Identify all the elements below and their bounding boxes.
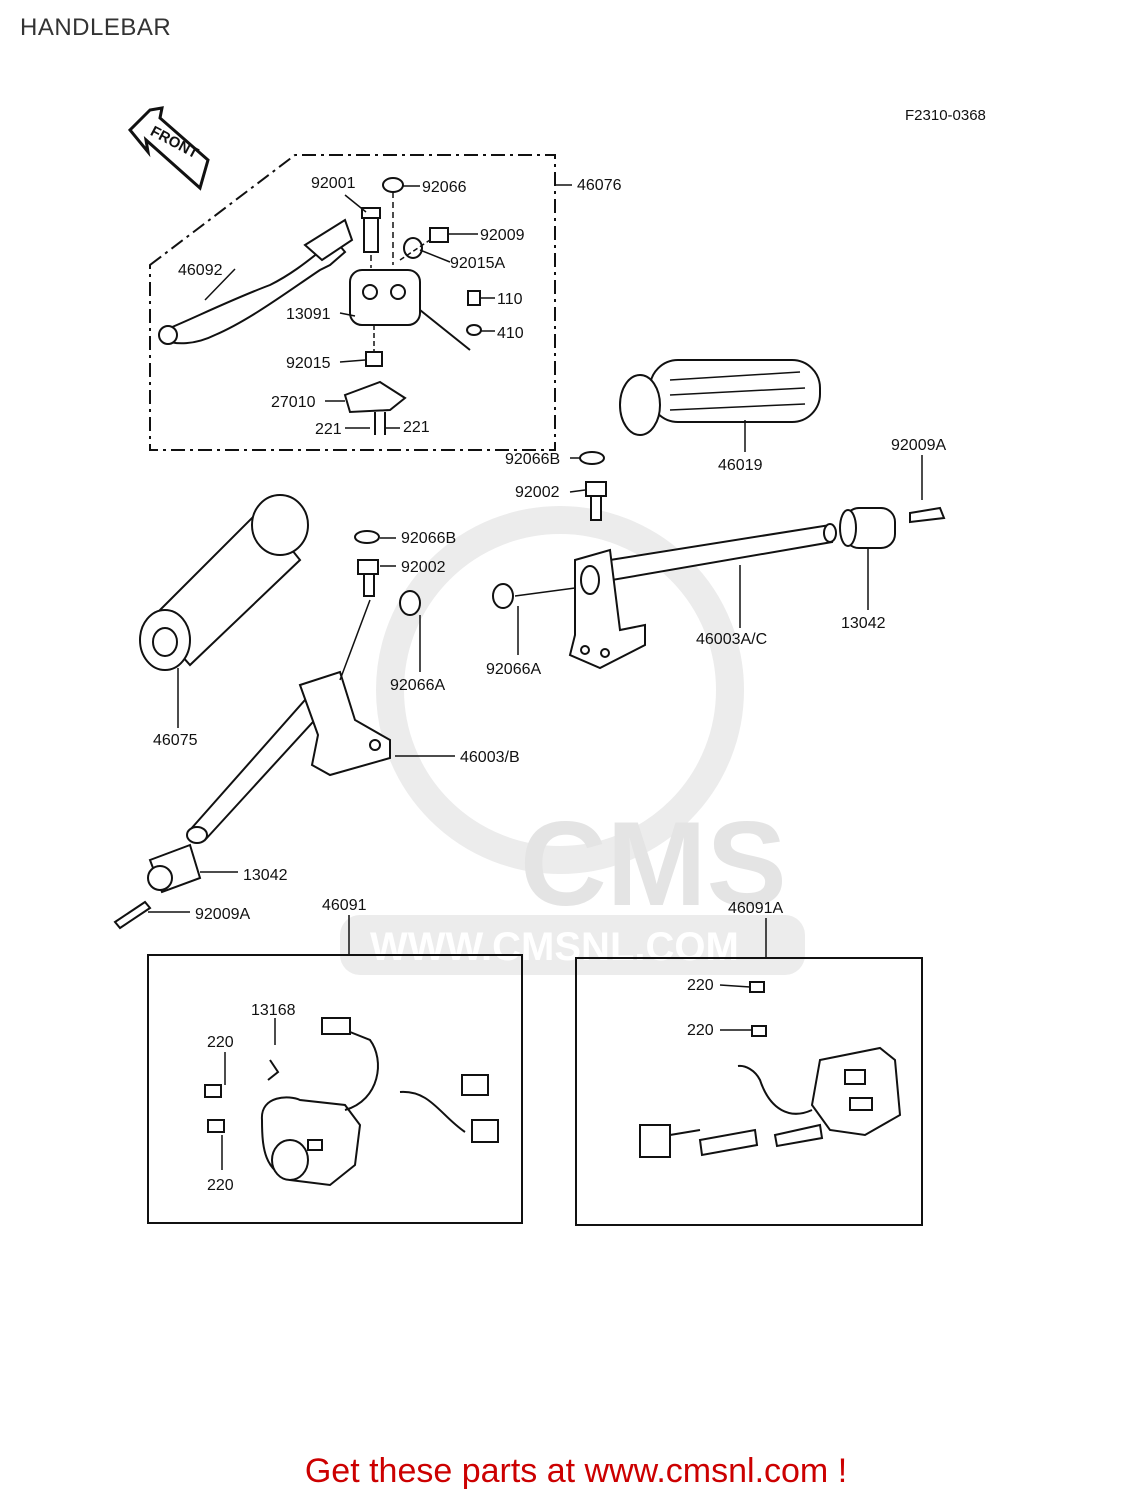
part-label: 92002 <box>401 559 446 576</box>
left-switch-box <box>147 954 523 1224</box>
part-label: 13168 <box>251 1002 296 1019</box>
right-switch-housing <box>639 981 902 1158</box>
part-label: 13091 <box>286 306 331 323</box>
part-label: 220 <box>207 1177 234 1194</box>
part-label: 92066B <box>505 451 560 468</box>
throttle-grip <box>619 359 821 436</box>
stop-switch <box>343 380 407 414</box>
part-label: 92066 <box>422 179 467 196</box>
part-label: 46075 <box>153 732 198 749</box>
part-label: 220 <box>687 1022 714 1039</box>
left-handlebar <box>186 670 391 844</box>
part-label: 46091 <box>322 897 367 914</box>
part-label: 46091A <box>728 900 783 917</box>
part-label: 13042 <box>841 615 886 632</box>
part-label: 221 <box>403 419 430 436</box>
part-label: 92009A <box>891 437 946 454</box>
part-label: 110 <box>497 291 523 308</box>
part-label: 221 <box>315 421 342 438</box>
part-label: 13042 <box>243 867 288 884</box>
part-label: 46003A/C <box>696 631 767 648</box>
part-label: 92002 <box>515 484 560 501</box>
part-label: 46076 <box>577 177 622 194</box>
watermark: CMS WWW.CMSNL.COM <box>340 506 805 975</box>
part-label: 92066A <box>486 661 541 678</box>
part-label: 92009 <box>480 227 525 244</box>
left-grip <box>139 494 309 671</box>
lever-assembly-box <box>149 154 556 451</box>
lever-holder <box>349 269 421 326</box>
exploded-parts-diagram: CMS WWW.CMSNL.COM F2310-0368 FRONT <box>113 106 986 1226</box>
part-label: 220 <box>687 977 714 994</box>
part-label: 92015 <box>286 355 331 372</box>
part-label: 92009A <box>195 906 250 923</box>
page-title: HANDLEBAR <box>20 14 172 41</box>
part-label: 92015A <box>450 255 505 272</box>
footer-link[interactable]: Get these parts at www.cmsnl.com ! <box>0 1452 1146 1491</box>
left-switch-housing <box>204 1017 499 1187</box>
part-label: 410 <box>497 325 524 342</box>
right-switch-box <box>575 957 923 1226</box>
part-label: 46003/B <box>460 749 520 766</box>
leader-lines <box>148 185 923 1170</box>
part-label: 27010 <box>271 394 316 411</box>
part-label: 220 <box>207 1034 234 1051</box>
diagram-code: F2310-0368 <box>905 107 986 124</box>
watermark-logo: CMS <box>520 797 787 931</box>
part-label: 92066A <box>390 677 445 694</box>
part-label: 92001 <box>311 175 356 192</box>
part-label: 46019 <box>718 457 763 474</box>
footer-text[interactable]: Get these parts at www.cmsnl.com ! <box>304 1452 848 1490</box>
right-handlebar <box>568 523 837 670</box>
part-labels: 92001 92066 46076 92009 92015A 46092 110… <box>153 175 946 1194</box>
part-label: 46092 <box>178 262 223 279</box>
watermark-url: WWW.CMSNL.COM <box>370 925 739 969</box>
brake-lever <box>164 238 347 345</box>
front-arrow-icon: FRONT <box>127 106 210 191</box>
part-label: 92066B <box>401 530 456 547</box>
